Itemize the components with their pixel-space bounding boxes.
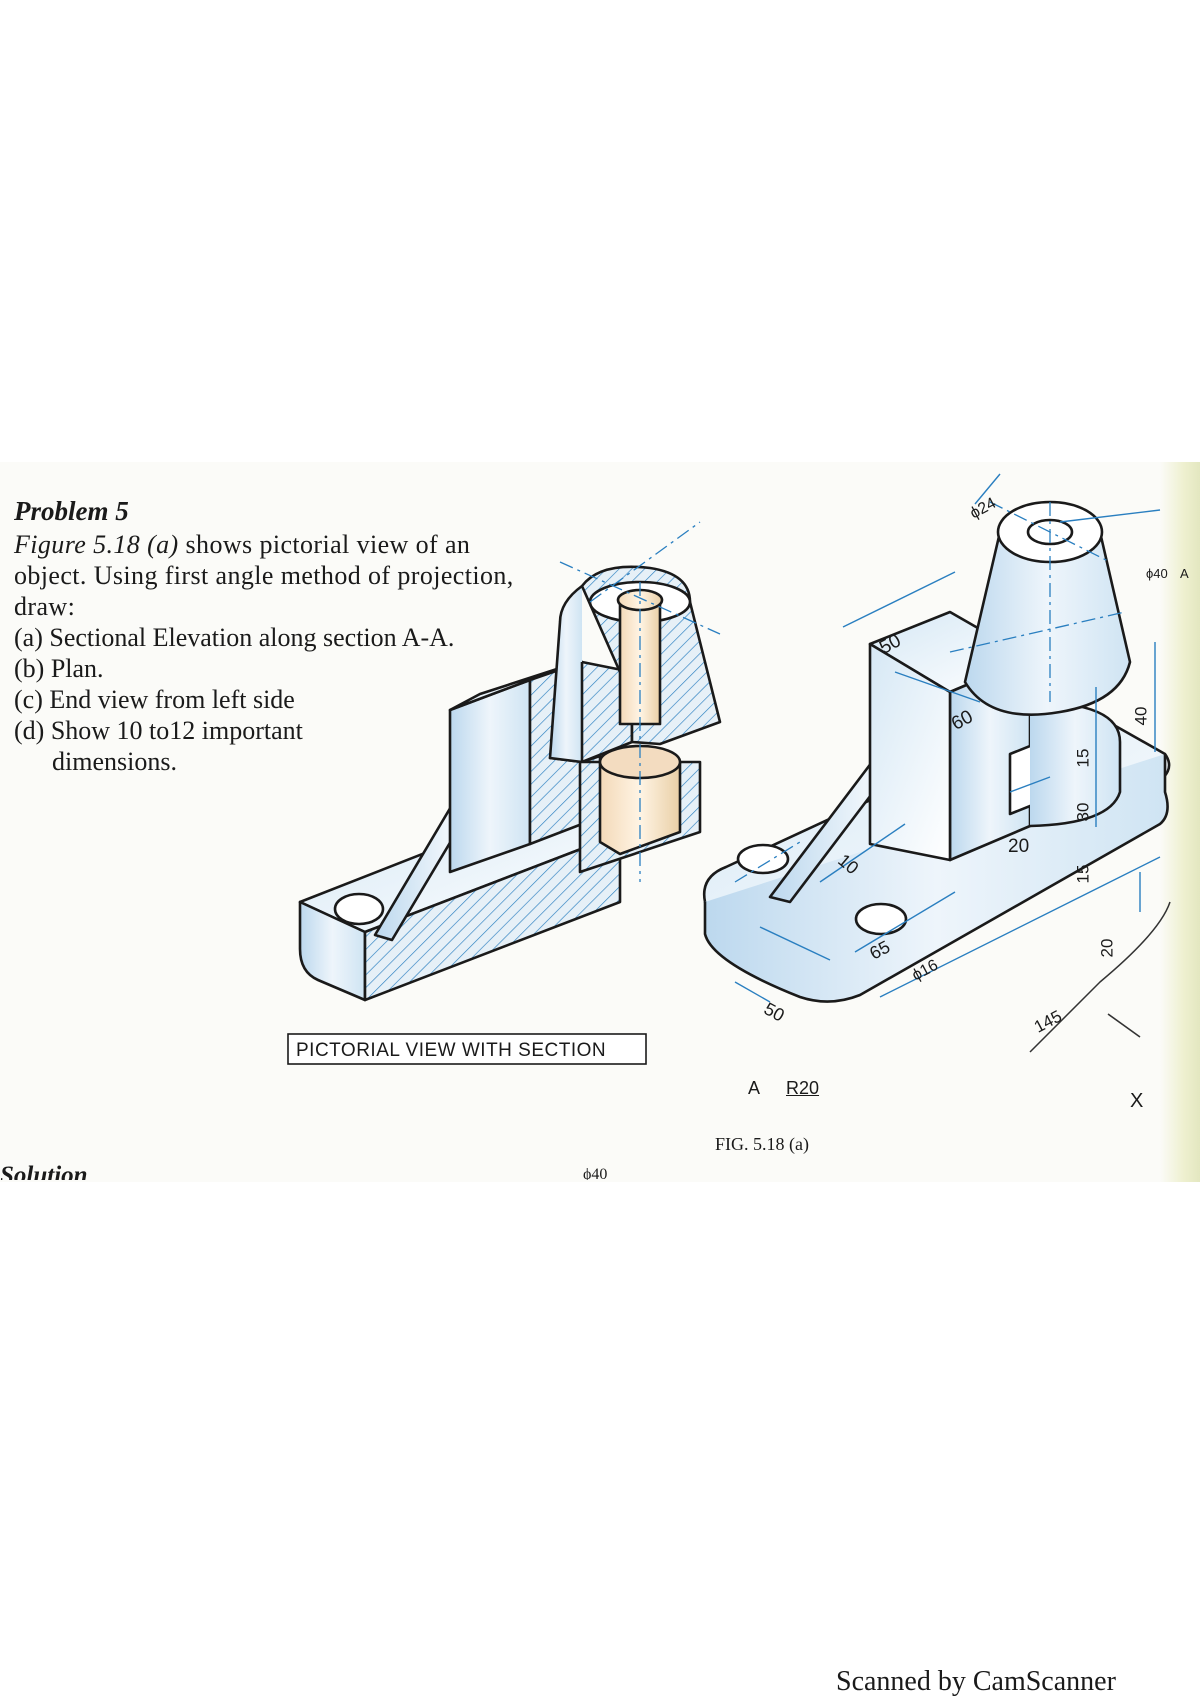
pictorial-drawing [287,473,1171,1065]
solution-heading: Solution [0,1162,88,1180]
problem-intro: Figure 5.18 (a) shows pictorial view of … [14,529,544,622]
phi40-footnote: ϕ40 [583,1166,608,1180]
problem-statement: Problem 5 Figure 5.18 (a) shows pictoria… [14,496,544,777]
caption-box-frame [287,1033,647,1065]
sectioned-view [298,521,722,1002]
task-item-d: (d) Show 10 to12 important [14,716,303,745]
pencil-mark [1029,901,1171,1053]
problem-title: Problem 5 [14,496,129,526]
page-edge-shadow [1160,462,1200,1182]
x-arrow-line [1107,1013,1141,1038]
pictorial-view [702,473,1171,1003]
task-item-b: (b) Plan. [14,654,104,683]
task-item-d-continued: dimensions. [52,747,177,776]
task-item-c: (c) End view from left side [14,685,295,714]
task-item-a: (a) Sectional Elevation along section A-… [14,623,455,652]
figure-reference: Figure 5.18 (a) [14,530,179,559]
intro-text: shows pictorial view of an object. Using… [14,530,514,621]
scanner-watermark: Scanned by CamScanner [836,1666,1116,1697]
